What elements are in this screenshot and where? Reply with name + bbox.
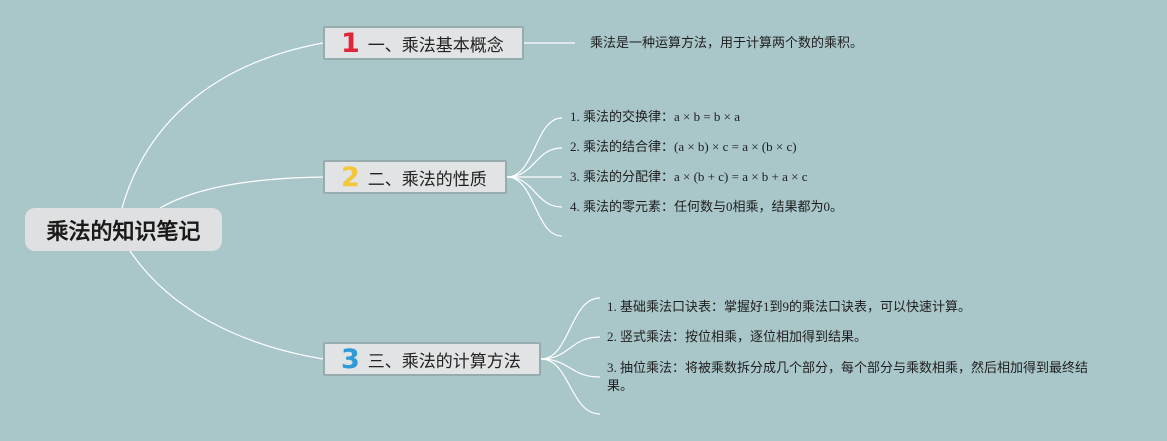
connector-branch-3-leaf-4 bbox=[540, 358, 601, 415]
leaf-2-4: 4. 乘法的零元素：任何数与0相乘，结果都为0。 bbox=[570, 199, 844, 214]
leaf-3-2: 2. 竖式乘法：按位相乘，逐位相加得到结果。 bbox=[607, 329, 868, 344]
leaf-3-1: 1. 基础乘法口诀表：掌握好1到9的乘法口诀表，可以快速计算。 bbox=[607, 299, 972, 314]
connector-branch-2-leaf-4 bbox=[506, 176, 563, 208]
leaf-2-2: 2. 乘法的结合律：(a × b) × c = a × (b × c) bbox=[570, 139, 797, 154]
branch-number-1: 1 bbox=[341, 27, 360, 59]
connector-branch-2-leaf-1 bbox=[506, 117, 563, 178]
leaf-1-1: 乘法是一种运算方法，用于计算两个数的乘积。 bbox=[590, 35, 864, 50]
connector-root-branch-1 bbox=[121, 42, 324, 209]
branch-label-3: 三、乘法的计算方法 bbox=[367, 351, 521, 372]
leaf-2-1: 1. 乘法的交换律：a × b = b × a bbox=[570, 109, 741, 124]
root-node[interactable]: 乘法的知识笔记 bbox=[25, 208, 222, 251]
branch-node-3[interactable]: 3 三、乘法的计算方法 bbox=[323, 342, 541, 376]
branch-label-2: 二、乘法的性质 bbox=[367, 169, 487, 190]
branch-label-1: 一、乘法基本概念 bbox=[367, 35, 504, 56]
branch-number-2: 2 bbox=[341, 161, 360, 193]
branch-number-3: 3 bbox=[341, 343, 360, 375]
branch-node-1[interactable]: 1 一、乘法基本概念 bbox=[323, 26, 524, 60]
branch-node-2[interactable]: 2 二、乘法的性质 bbox=[323, 160, 507, 194]
connector-branch-2-leaf-5 bbox=[506, 176, 563, 237]
connector-branch-3-leaf-3 bbox=[540, 358, 601, 378]
leaf-2-3: 3. 乘法的分配律：a × (b + c) = a × b + a × c bbox=[570, 169, 808, 184]
connector-branch-2-leaf-2 bbox=[506, 147, 563, 178]
connector-branch-3-leaf-2 bbox=[540, 336, 601, 360]
root-title: 乘法的知识笔记 bbox=[46, 219, 201, 245]
connector-root-branch-3 bbox=[129, 250, 324, 360]
connector-root-branch-2 bbox=[159, 176, 324, 209]
connector-branch-3-leaf-1 bbox=[540, 297, 601, 360]
leaf-3-3: 3. 抽位乘法：将被乘数拆分成几个部分，每个部分与乘数相乘，然后相加得到最终结果… bbox=[607, 360, 1089, 393]
